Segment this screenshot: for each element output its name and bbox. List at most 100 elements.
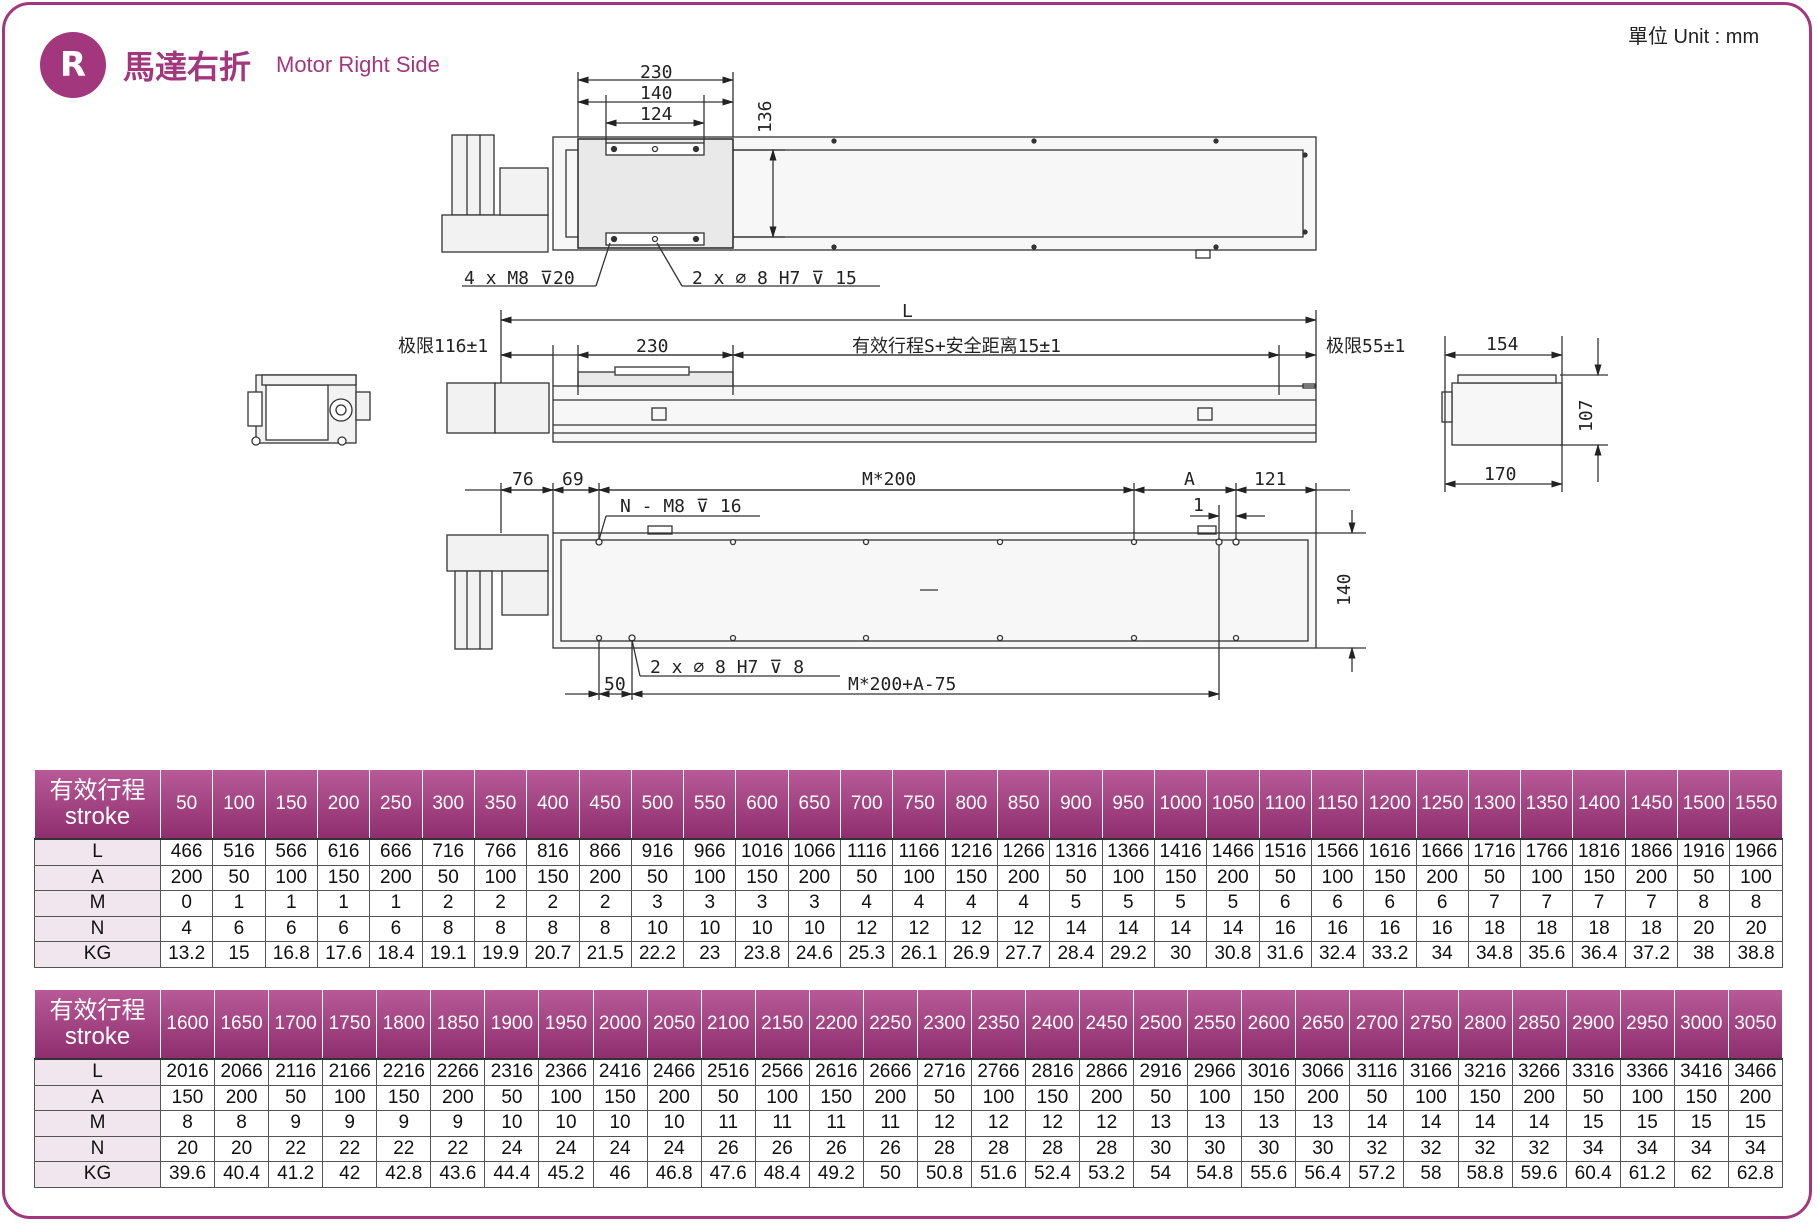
table-cell: 150 (159, 1084, 216, 1111)
bottom-dim-M200A75: M*200+A-75 (848, 674, 956, 695)
side-limit-left: 极限116±1 (398, 336, 488, 357)
bottom-dim-50: 50 (604, 674, 626, 695)
table-cell: 1766 (1520, 838, 1574, 866)
stroke-header-zh: 有效行程 (49, 777, 146, 804)
table-cell: 9 (268, 1110, 324, 1137)
table-cell: 6 (369, 915, 423, 942)
table-cell: 18.4 (369, 941, 423, 968)
table-cell: 21.5 (578, 941, 632, 968)
side-view-motor (446, 382, 496, 434)
table-cell: 100 (1187, 1084, 1243, 1111)
stroke-column-header: 2150 (754, 990, 810, 1060)
table-cell: 516 (212, 838, 266, 866)
table-cell: 10 (592, 1110, 648, 1137)
table-cell: 866 (578, 838, 632, 866)
table-cell: 200 (369, 864, 423, 891)
table-cell: 4 (892, 890, 946, 917)
stroke-column-header: 1650 (214, 990, 270, 1060)
table-cell: 26.9 (944, 941, 999, 968)
stroke-column-header: 650 (787, 770, 842, 840)
table-cell: 22 (430, 1135, 486, 1162)
top-dim-140: 140 (640, 83, 673, 104)
table-cell: 36.4 (1572, 941, 1626, 968)
table-cell: 200 (646, 1084, 702, 1111)
table-cell: 33.2 (1363, 941, 1417, 968)
table-cell: 61.2 (1619, 1161, 1675, 1188)
stroke-column-header: 3000 (1673, 990, 1729, 1060)
table-cell: 2666 (862, 1058, 918, 1086)
side-view (446, 310, 1318, 443)
table-cell: 50 (1049, 864, 1103, 891)
table-cell: 100 (1619, 1084, 1675, 1111)
table-cell: 7 (1624, 890, 1679, 917)
table-cell: 100 (473, 864, 528, 891)
table-cell: 29.2 (1101, 941, 1155, 968)
table-cell: 15 (212, 941, 266, 968)
table-cell: 19.1 (421, 941, 475, 968)
table-cell: 4 (840, 890, 894, 917)
table-cell: 14 (1349, 1110, 1405, 1137)
bottom-view-coupling (446, 534, 549, 572)
table-cell: 10 (735, 915, 789, 942)
table-cell: 566 (264, 838, 318, 866)
table-cell: 18 (1520, 915, 1574, 942)
table-cell: 30 (1187, 1135, 1243, 1162)
table-cell: 616 (316, 838, 371, 866)
table-cell: 1916 (1677, 838, 1731, 866)
stroke-header-en: stroke (64, 1023, 131, 1050)
table-cell: 5 (1049, 890, 1103, 917)
table-cell: 26 (862, 1135, 918, 1162)
table-cell: 6 (316, 915, 371, 942)
table-cell: 57.2 (1349, 1161, 1405, 1188)
table-cell: 5 (1206, 890, 1260, 917)
table-cell: 28.4 (1049, 941, 1103, 968)
table-cell: 1216 (944, 838, 999, 866)
stroke-column-header: 200 (316, 770, 371, 840)
table-cell: 2 (473, 890, 528, 917)
table-cell: 200 (578, 864, 632, 891)
row-label: N (34, 1135, 161, 1162)
bottom-dim-140: 140 (1334, 573, 1355, 606)
table-cell: 100 (1403, 1084, 1459, 1111)
table-cell: 26 (754, 1135, 810, 1162)
table-cell: 2 (421, 890, 475, 917)
table-cell: 1 (316, 890, 371, 917)
table-cell: 3016 (1241, 1058, 1297, 1086)
table-cell: 816 (526, 838, 580, 866)
table-cell: 1966 (1729, 838, 1783, 866)
table-cell: 62 (1673, 1161, 1729, 1188)
table-cell: 12 (892, 915, 946, 942)
table-cell: 3416 (1673, 1058, 1729, 1086)
bottom-dim-1: 1 (1193, 495, 1204, 516)
table-cell: 16 (1363, 915, 1417, 942)
table-cell: 8 (526, 915, 580, 942)
table-cell: 50 (484, 1084, 540, 1111)
right-end-labels: 154 107 170 (1484, 334, 1597, 485)
table-cell: 50 (421, 864, 475, 891)
stroke-column-header: 2350 (970, 990, 1027, 1060)
table-cell: 6 (1415, 890, 1469, 917)
row-label: A (34, 864, 161, 891)
table-cell: 100 (970, 1084, 1027, 1111)
table-cell: 7 (1520, 890, 1574, 917)
table-cell: 7 (1467, 890, 1522, 917)
table-cell: 100 (264, 864, 318, 891)
table-cell: 34 (1673, 1135, 1729, 1162)
side-dim-L: L (902, 301, 913, 322)
end-dim-107: 107 (1576, 399, 1597, 432)
stroke-column-header: 1250 (1415, 770, 1469, 840)
table-cell: 34.8 (1467, 941, 1522, 968)
table-cell: 8 (421, 915, 475, 942)
table-cell: 3216 (1457, 1058, 1513, 1086)
table-cell: 46 (592, 1161, 648, 1188)
table-cell: 9 (376, 1110, 432, 1137)
table-cell: 100 (1520, 864, 1574, 891)
table-cell: 100 (683, 864, 737, 891)
bottom-view-motor (454, 570, 493, 650)
stroke-column-header: 3050 (1727, 990, 1783, 1060)
row-label: KG (34, 1161, 161, 1188)
table-cell: 52.4 (1024, 1161, 1081, 1188)
